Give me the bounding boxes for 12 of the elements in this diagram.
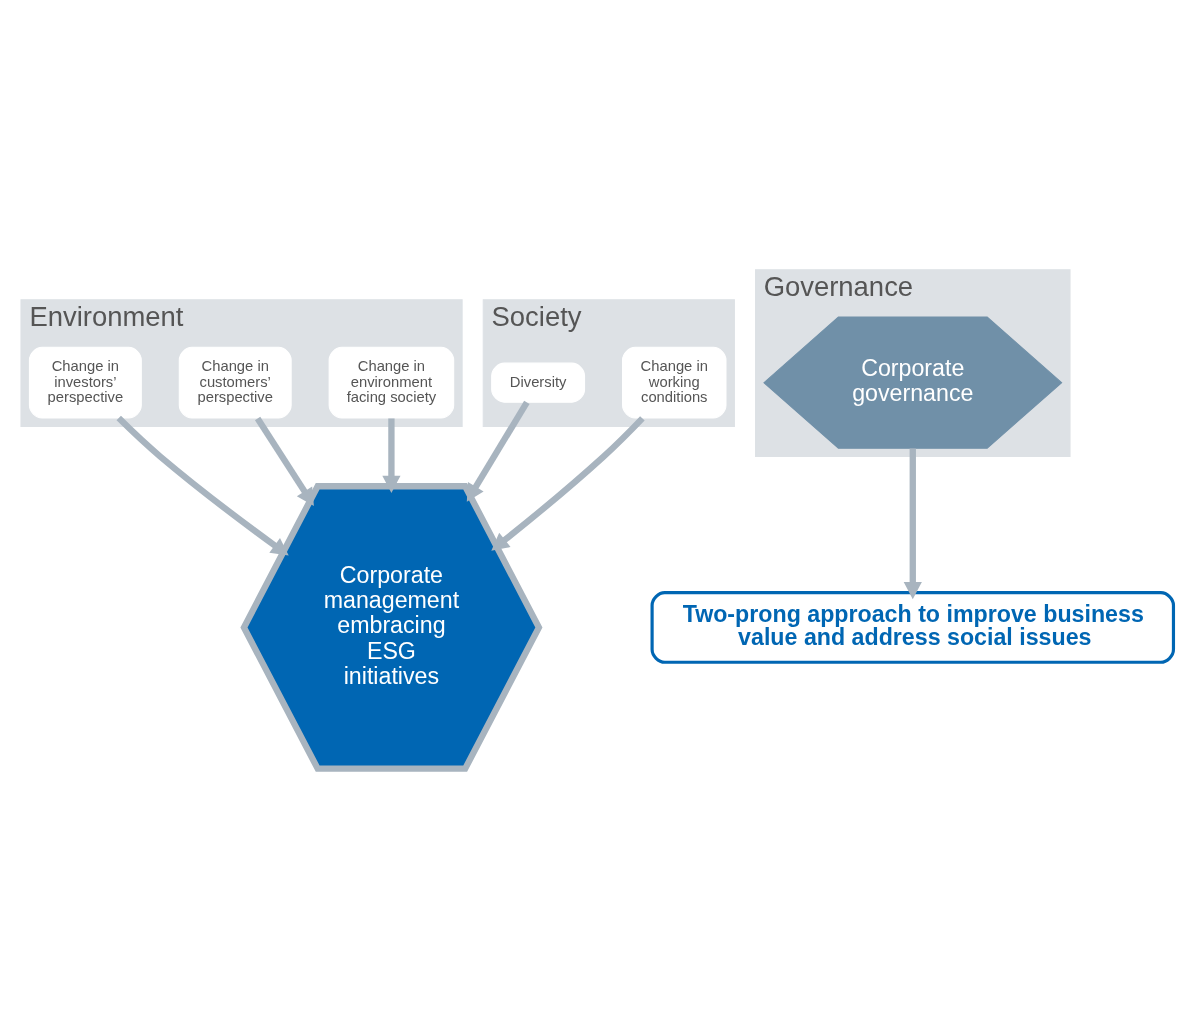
arrow [116,415,289,556]
node-box: Change in customers’ perspective [178,346,292,419]
arrow [382,417,401,493]
node-box: Change in working conditions [622,346,727,419]
node-box: Change in environment facing society [328,346,455,419]
node-box: Change in investors’ perspective [28,346,142,419]
node-box: Two-prong approach to improve business value and address social issues [650,590,1176,664]
arrow [491,415,645,551]
arrow [903,447,922,599]
arrow [254,416,314,506]
node-box: Diversity [491,362,586,403]
arrow [466,400,530,502]
